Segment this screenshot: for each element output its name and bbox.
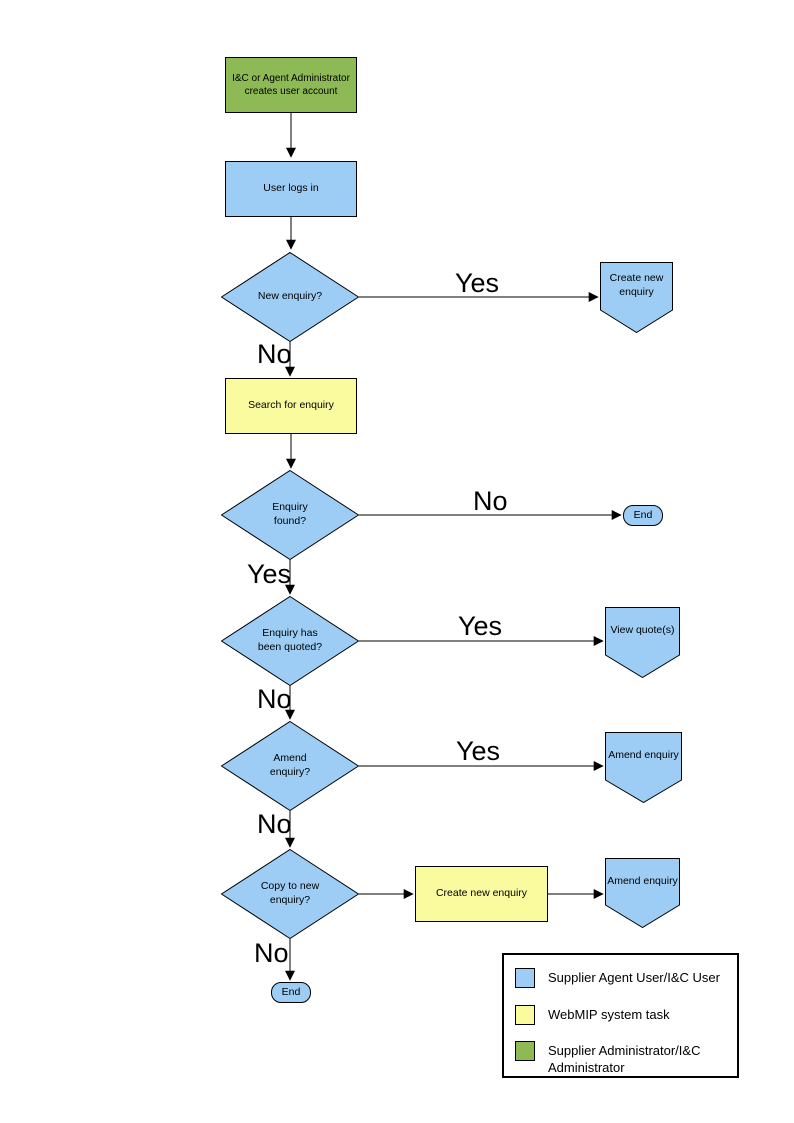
diamond-shape — [221, 596, 359, 686]
decision-new-enquiry: New enquiry? — [221, 252, 359, 342]
legend-label-user: Supplier Agent User/I&C User — [548, 970, 720, 985]
diamond-shape — [221, 721, 359, 811]
task-search-for-enquiry-label: Search for enquiry — [248, 399, 334, 412]
branch-label-yes-amend: Yes — [456, 736, 501, 766]
process-create-account: I&C or Agent Administrator creates user … — [225, 57, 357, 113]
pentagon-shape — [605, 858, 680, 928]
terminator-end-bottom-label: End — [281, 985, 301, 998]
terminator-end-right-label: End — [633, 508, 653, 521]
task-create-new-enquiry-label: Create new enquiry — [435, 887, 528, 900]
legend: Supplier Agent User/I&C User WebMIP syst… — [502, 953, 739, 1078]
decision-enquiry-quoted: Enquiry has been quoted? — [221, 596, 359, 686]
pentagon-shape — [605, 607, 680, 678]
legend-swatch-system — [515, 1005, 535, 1025]
process-user-logs-in-label: User logs in — [263, 182, 319, 195]
branch-label-no-amend: No — [257, 809, 292, 839]
ref-view-quotes: View quote(s) — [605, 607, 680, 678]
legend-swatch-user — [515, 968, 535, 988]
branch-label-no-quoted: No — [257, 684, 292, 714]
task-create-new-enquiry: Create new enquiry — [415, 866, 548, 922]
decision-copy-to-new-enquiry: Copy to new enquiry? — [221, 849, 359, 939]
legend-label-system: WebMIP system task — [548, 1007, 670, 1022]
ref-amend-enquiry-2: Amend enquiry — [605, 858, 680, 928]
diamond-shape — [221, 470, 359, 560]
branch-label-yes-enquiry-found: Yes — [247, 559, 292, 589]
branch-label-no-copy: No — [254, 938, 289, 968]
pentagon-shape — [600, 262, 673, 333]
ref-create-new-enquiry: Create new enquiry — [600, 262, 673, 333]
legend-label-admin: Supplier Administrator/I&C Administrator — [548, 1043, 701, 1075]
decision-amend-enquiry: Amend enquiry? — [221, 721, 359, 811]
pentagon-shape — [605, 732, 682, 803]
branch-label-yes-new-enquiry: Yes — [455, 268, 500, 298]
diamond-shape — [221, 849, 359, 939]
legend-item-admin: Supplier Administrator/I&C Administrator — [515, 1041, 700, 1076]
process-create-account-label: I&C or Agent Administrator creates user … — [232, 73, 350, 97]
diamond-shape — [221, 252, 359, 342]
terminator-end-right: End — [623, 505, 663, 526]
branch-label-no-new-enquiry: No — [257, 339, 292, 369]
ref-amend-enquiry: Amend enquiry — [605, 732, 682, 803]
branch-label-yes-quoted: Yes — [458, 611, 503, 641]
decision-enquiry-found: Enquiry found? — [221, 470, 359, 560]
legend-swatch-admin — [515, 1041, 535, 1061]
process-user-logs-in: User logs in — [225, 161, 357, 217]
legend-item-user: Supplier Agent User/I&C User — [515, 968, 720, 988]
task-search-for-enquiry: Search for enquiry — [225, 378, 357, 434]
legend-item-system: WebMIP system task — [515, 1005, 670, 1025]
branch-label-no-enquiry-found: No — [473, 486, 508, 516]
terminator-end-bottom: End — [271, 982, 311, 1003]
